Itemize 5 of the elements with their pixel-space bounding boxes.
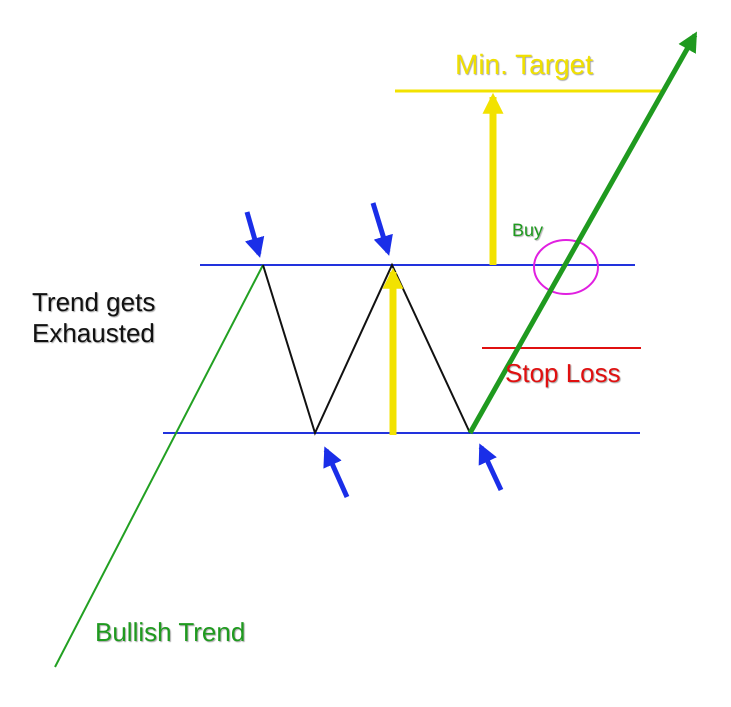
target-label: Min. Target bbox=[455, 48, 593, 82]
exhaustion-label: Trend gets Exhausted bbox=[32, 287, 156, 350]
trend-label: Bullish Trend bbox=[95, 617, 246, 648]
buy-label: Buy bbox=[512, 220, 544, 242]
stop-loss-label: Stop Loss bbox=[505, 358, 621, 390]
